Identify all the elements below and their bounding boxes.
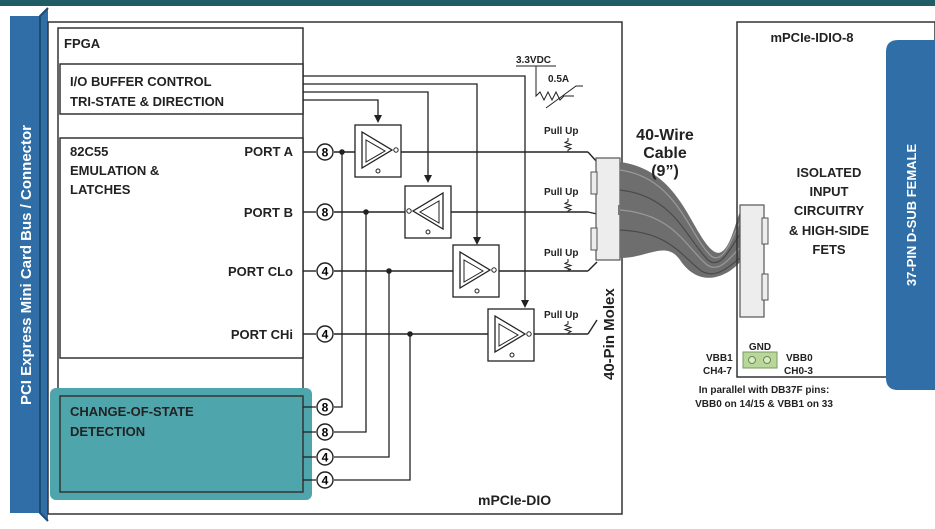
port-clo-width-badge: 4	[316, 262, 334, 280]
cos-width-badge-4: 4	[316, 471, 334, 489]
svg-text:4: 4	[322, 265, 329, 279]
svg-text:8: 8	[322, 426, 329, 440]
pullup-label-clo: Pull Up	[544, 248, 578, 259]
svg-text:4: 4	[322, 451, 329, 465]
port-width-badges: 8 8 4 4 8 8 4 4	[316, 143, 334, 489]
control-lines	[303, 75, 526, 303]
gnd-label: GND	[749, 342, 771, 353]
isolated-label-1: ISOLATED	[797, 165, 862, 180]
cos-width-badge-3: 4	[316, 448, 334, 466]
port-clo-label: PORT CLo	[228, 264, 293, 279]
vbb0-label: VBB0	[786, 353, 813, 364]
supply-voltage-label: 3.3VDC	[516, 55, 551, 66]
tristate-buffer-clo	[452, 244, 500, 298]
port-lines	[303, 151, 598, 335]
port-a-label: PORT A	[244, 144, 293, 159]
tristate-buffer-a	[354, 124, 402, 178]
tristate-buffer-chi	[487, 308, 535, 362]
pullup-label-chi: Pull Up	[544, 310, 578, 321]
mpcie-dio-board	[47, 21, 623, 515]
svg-text:8: 8	[322, 401, 329, 415]
port-b-label: PORT B	[244, 205, 293, 220]
pullup-label-b: Pull Up	[544, 187, 578, 198]
pullup-label-a: Pull Up	[544, 126, 578, 137]
pcie-bus-bar	[10, 8, 48, 521]
port-chi-label: PORT CHi	[231, 327, 293, 342]
board-label: mPCIe-DIO	[478, 492, 551, 508]
fuse-rating-label: 0.5A	[548, 74, 569, 85]
cos-branch-lines	[303, 152, 411, 481]
supply-fuse: 3.3VDC 0.5A	[516, 55, 583, 109]
io-buffer-label-1: I/O BUFFER CONTROL	[70, 74, 212, 89]
junction-dots	[339, 149, 413, 337]
tristate-buffer-b	[404, 185, 452, 239]
cos-width-badge-2: 8	[316, 423, 334, 441]
emulation-label-3: LATCHES	[70, 182, 131, 197]
dsub-connector	[886, 40, 935, 390]
parallel-note-1: In parallel with DB37F pins:	[699, 385, 830, 396]
emulation-label-2: EMULATION &	[70, 163, 159, 178]
fpga-title: FPGA	[64, 36, 101, 51]
idio-title: mPCIe-IDIO-8	[770, 30, 853, 45]
svg-text:4: 4	[322, 474, 329, 488]
pullup-resistors: Pull Up Pull Up Pull Up Pull Up	[544, 126, 578, 334]
top-bar	[0, 0, 935, 6]
io-buffer-label-2: TRI-STATE & DIRECTION	[70, 94, 224, 109]
mpcie-idio8-board	[736, 21, 935, 378]
control-arrowheads	[374, 115, 529, 308]
port-chi-width-badge: 4	[316, 325, 334, 343]
io-buffer-control-box	[59, 63, 304, 115]
cable-label-1: 40-Wire	[636, 127, 694, 144]
isolated-label-2: INPUT	[810, 184, 849, 199]
dsub-label: 37-PIN D-SUB FEMALE	[904, 144, 919, 287]
svg-text:4: 4	[322, 328, 329, 342]
molex-connector-idio	[739, 204, 769, 318]
cable-label-2: Cable	[643, 145, 687, 162]
cos-detection-box	[59, 395, 304, 493]
isolated-label-4: & HIGH-SIDE	[789, 223, 870, 238]
ribbon-cable	[619, 162, 741, 278]
svg-text:8: 8	[322, 206, 329, 220]
port-b-width-badge: 8	[316, 203, 334, 221]
terminal-block	[742, 351, 778, 369]
ch47-label: CH4-7	[703, 366, 732, 377]
parallel-note-2: VBB0 on 14/15 & VBB1 on 33	[695, 399, 833, 410]
cable-label-3: (9”)	[651, 163, 679, 180]
cos-label-1: CHANGE-OF-STATE	[70, 404, 194, 419]
isolated-label-3: CIRCUITRY	[794, 203, 865, 218]
port-a-width-badge: 8	[316, 143, 334, 161]
emulation-box	[59, 137, 304, 359]
svg-text:8: 8	[322, 146, 329, 160]
molex-label: 40-Pin Molex	[601, 288, 618, 380]
emulation-label-1: 82C55	[70, 144, 108, 159]
vbb1-label: VBB1	[706, 353, 733, 364]
cos-width-badge-1: 8	[316, 398, 334, 416]
ch03-label: CH0-3	[784, 366, 813, 377]
pcie-bus-label: PCI Express Mini Card Bus / Connector	[18, 125, 35, 405]
cos-highlight	[50, 388, 312, 500]
molex-connector-board	[590, 157, 624, 261]
isolated-label-5: FETS	[812, 242, 846, 257]
cos-label-2: DETECTION	[70, 424, 145, 439]
